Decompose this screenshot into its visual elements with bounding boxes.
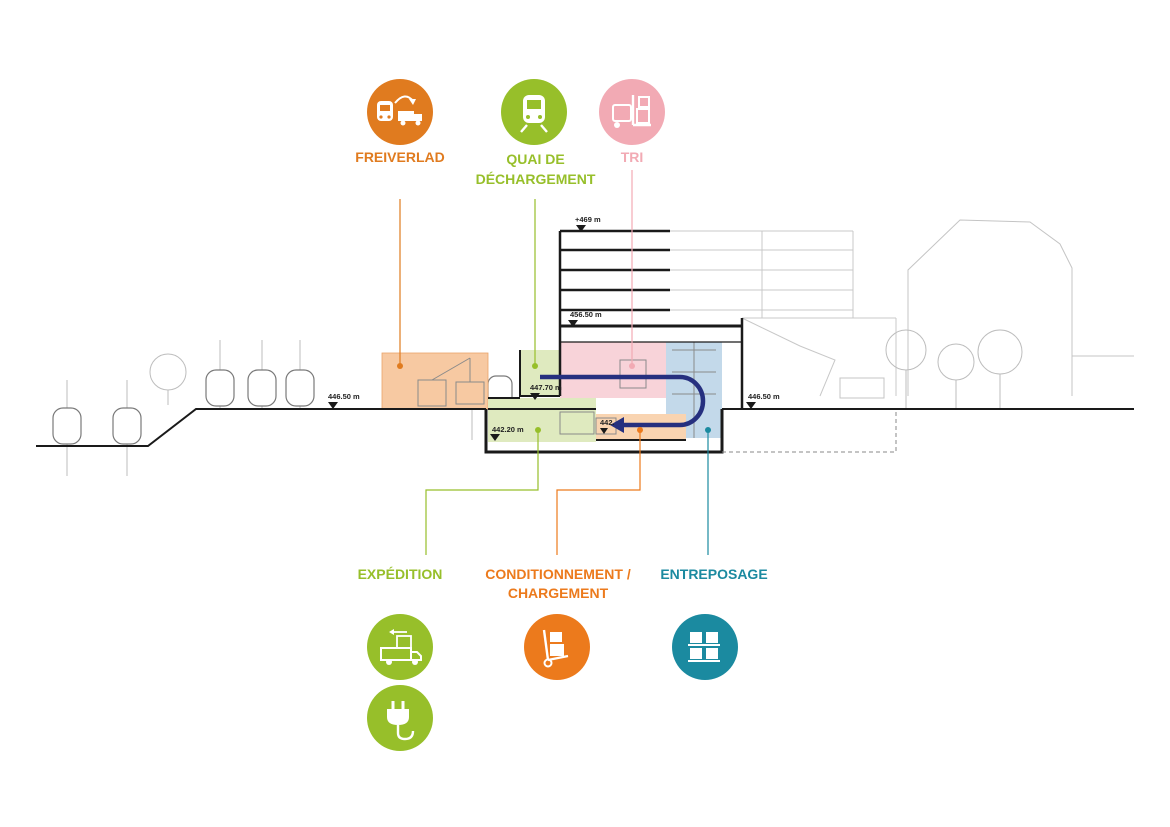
expedition-label: EXPÉDITION [357,566,443,582]
level-basement: 442.20 m [492,425,524,434]
ground-line [36,408,486,447]
conditionnement-badge [524,614,590,680]
level-roof: 456.50 m [570,310,602,319]
conditionnement-label-line1: CONDITIONNEMENT / [485,566,631,582]
quai-zone [520,350,560,396]
freiverlad-zone [381,352,489,410]
conditionnement-label-line2: CHARGEMENT [507,585,609,601]
material-flow-arrow [540,374,706,428]
freight-sketch [417,342,716,438]
neighbor-building-sketch [839,219,1134,399]
freiverlad-badge [367,79,433,145]
forklift-icon [612,95,651,128]
trees-sketch [149,329,1023,408]
building-structure [484,229,744,454]
level-ground-left: 446.50 m [328,392,360,401]
conditionnement-leader [556,430,641,555]
level-markers [328,225,756,441]
train-to-truck-icon [377,95,422,126]
train-cars-sketch [52,369,513,445]
level-platform: 447.70 m [530,383,562,392]
tri-label: TRI [620,149,644,165]
tri-badge [599,79,665,145]
hand-truck-icon [542,629,569,668]
tower-sketch [670,230,897,397]
expedition-zone [488,398,596,442]
tri-zone [560,342,666,398]
expedition-power-badge [367,685,433,751]
quai-label-line2: DÉCHARGEMENT [475,171,596,187]
pallet-storage-icon [688,632,720,662]
underground-dashed [722,409,897,453]
level-basement-partial: 442. [600,418,615,427]
electric-plug-icon [387,701,415,741]
level-ground-right: 446.50 m [748,392,780,401]
entreposage-label: ENTREPOSAGE [660,566,768,582]
expedition-badge [367,614,433,680]
level-top: +469 m [575,215,601,224]
train-icon [520,95,548,133]
flow-arrowhead [610,417,624,433]
quai-label-line1: QUAI DE [506,151,565,167]
delivery-truck-icon [380,629,422,665]
entreposage-badge [672,614,738,680]
freiverlad-label: FREIVERLAD [355,149,445,165]
quai-badge [501,79,567,145]
expedition-leader [425,430,539,555]
